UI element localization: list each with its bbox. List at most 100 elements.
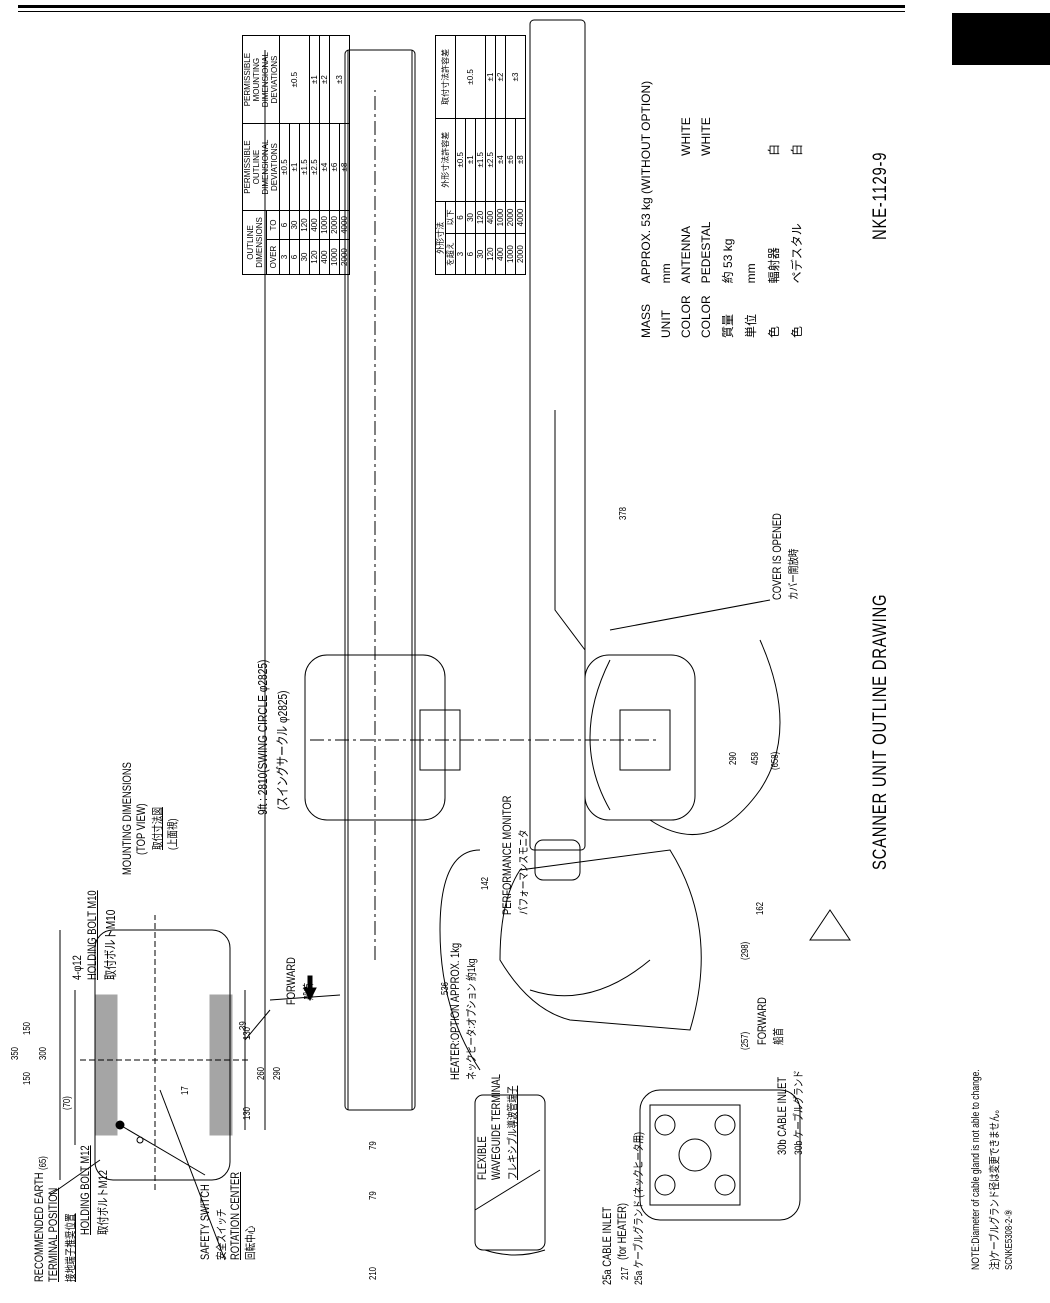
cable-inlet-30b-label: 30b CABLE INLET xyxy=(775,1076,789,1155)
tol-en-over: 3 xyxy=(279,239,290,275)
tol-jp-mount: ±1 xyxy=(485,35,496,119)
mounting-dims-label-1: MOUNTING DIMENSIONS xyxy=(120,762,134,875)
spec-mass-label-jp: 質量 xyxy=(721,313,735,338)
dim-130b: 130 xyxy=(242,1026,253,1040)
table-row: 質量 約 53 kg xyxy=(717,71,738,338)
dim-150b: 150 xyxy=(22,1021,33,1035)
spec-color-value-jp: 白 xyxy=(767,143,781,156)
performance-monitor-jp: パフォーマンスモニタ xyxy=(518,829,530,915)
tol-en-to: 120 xyxy=(299,210,310,240)
tol-jp-head-mount-dev: 取付寸法許容差 xyxy=(435,35,456,119)
spec-color-item: PEDESTAL xyxy=(699,221,713,284)
tol-jp-over: 30 xyxy=(475,233,486,275)
dim-658: (658) xyxy=(770,751,781,770)
tol-en-head-outline: OUTLINE DIMENSIONS xyxy=(242,210,267,275)
tol-jp-over: 6 xyxy=(465,233,476,275)
forward-label-2: FORWARD xyxy=(755,997,769,1045)
heater-option-jp: ネックヒータ:オプション 約1kg xyxy=(466,958,478,1080)
tol-en-dev: ±6 xyxy=(329,123,340,211)
dim-210: 210 xyxy=(368,1266,379,1280)
tol-en-to: 1000 xyxy=(319,210,330,240)
mounting-dims-jp-2: (上面視) xyxy=(167,818,179,850)
earth-terminal-label-2: TERMINAL POSITION xyxy=(46,1187,60,1282)
tol-jp-to: 6 xyxy=(455,201,466,234)
tol-jp-to: 30 xyxy=(465,201,476,234)
table-row: 色ペデスタル白 xyxy=(786,71,807,338)
dim-298: (298) xyxy=(740,941,751,960)
tol-en-head-over: OVER xyxy=(266,239,280,275)
tol-jp-dev: ±2.5 xyxy=(485,118,496,202)
tol-jp-over: 120 xyxy=(485,233,496,275)
spec-unit-value: mm xyxy=(659,263,673,284)
holding-bolt-m10-jp: 取付ボルトM10 xyxy=(103,909,118,980)
spec-color-label: COLOR xyxy=(699,295,713,338)
spec-color-label: COLOR xyxy=(679,295,693,338)
table-row: 色輻射器白 xyxy=(763,71,784,338)
tol-en-mount: ±0.5 xyxy=(279,35,310,124)
section-tab-marker xyxy=(952,13,1050,65)
tol-en-over: 2000 xyxy=(339,239,350,275)
dim-17: 17 xyxy=(180,1086,191,1095)
tol-en-head-outline-dev: PERMISSIBLE OUTLINE DIMENSIONAL DEVIATIO… xyxy=(242,123,280,211)
performance-monitor-label: PERFORMANCE MONITOR xyxy=(500,795,514,915)
antenna-side-view xyxy=(529,19,781,881)
dim-458: 458 xyxy=(750,751,761,765)
cover-opened-jp: カバー開放時 xyxy=(788,548,800,600)
dim-79b: 79 xyxy=(368,1141,379,1150)
dim-290a: 290 xyxy=(272,1066,283,1080)
footnote-en: NOTE:Diameter of cable gland is not able… xyxy=(970,1069,982,1270)
tol-en-mount: ±1 xyxy=(309,35,320,124)
safety-switch-label: SAFETY SWITCH xyxy=(198,1184,212,1260)
spec-mass-value-jp: 約 53 kg xyxy=(721,238,735,284)
cable-inlet-30b-jp: 30b ケーブルグランド xyxy=(793,1070,805,1155)
mounting-dims-jp-1: 取付寸法図 xyxy=(152,807,164,850)
forward-label-1-jp: 船首 xyxy=(303,982,315,1000)
spec-color-label-jp: 色 xyxy=(767,325,781,338)
rotation-center-jp: 回転中心 xyxy=(245,1225,257,1260)
side-view-lower xyxy=(439,849,851,1256)
dim-257: (257) xyxy=(740,1031,751,1050)
tol-en-dev: ±0.5 xyxy=(279,123,290,211)
holding-bolt-m10-label: HOLDING BOLT M10 xyxy=(85,890,99,980)
cover-opened-label: COVER IS OPENED xyxy=(770,513,784,600)
spec-color-item-jp: ペデスタル xyxy=(790,223,804,284)
drawing-title: SCANNER UNIT OUTLINE DRAWING xyxy=(870,593,891,870)
mounting-dims-label-2: (TOP VIEW) xyxy=(134,803,148,855)
dim-300: 300 xyxy=(38,1046,49,1060)
spec-color-item-jp: 輻射器 xyxy=(767,247,781,284)
tol-jp-dev: ±6 xyxy=(505,118,516,202)
spec-mass-value: APPROX. 53 kg (WITHOUT OPTION) xyxy=(639,80,653,284)
tol-jp-mount: ±0.5 xyxy=(455,35,486,119)
tol-jp-dev: ±8 xyxy=(515,118,526,202)
tol-jp-mount: ±3 xyxy=(505,35,526,119)
tol-en-to: 6 xyxy=(279,210,290,240)
dim-65: (65) xyxy=(38,1156,49,1170)
spec-color-value-jp: 白 xyxy=(790,143,804,156)
dim-79a: 79 xyxy=(368,1191,379,1200)
earth-terminal-label-jp: 接地端子推奨位置 xyxy=(65,1213,77,1282)
tol-en-over: 120 xyxy=(309,239,320,275)
tol-jp-head-outline: 外形寸法 xyxy=(435,201,446,275)
tol-jp-head-to: 以下 xyxy=(445,201,456,234)
tol-en-over: 6 xyxy=(289,239,300,275)
tol-en-dev: ±2.5 xyxy=(309,123,320,211)
dim-150a: 150 xyxy=(22,1071,33,1085)
cable-inlet-25a-jp: 25a ケーブルグランド (ネックヒータ用) xyxy=(633,1132,645,1285)
tol-en-to: 400 xyxy=(309,210,320,240)
tol-jp-dev: ±1 xyxy=(465,118,476,202)
spec-color-item: ANTENNA xyxy=(679,225,693,284)
tol-jp-dev: ±0.5 xyxy=(455,118,466,202)
header-rule-thin xyxy=(18,11,905,12)
tol-jp-dev: ±1.5 xyxy=(475,118,486,202)
tol-en-head-mount-dev: PERMISSIBLE MOUNTING DIMENSIONAL DEVIATI… xyxy=(242,35,280,124)
tol-en-dev: ±4 xyxy=(319,123,330,211)
tol-en-to: 2000 xyxy=(329,210,340,240)
holding-bolt-m12-label: HOLDING BOLT M12 xyxy=(78,1145,92,1235)
